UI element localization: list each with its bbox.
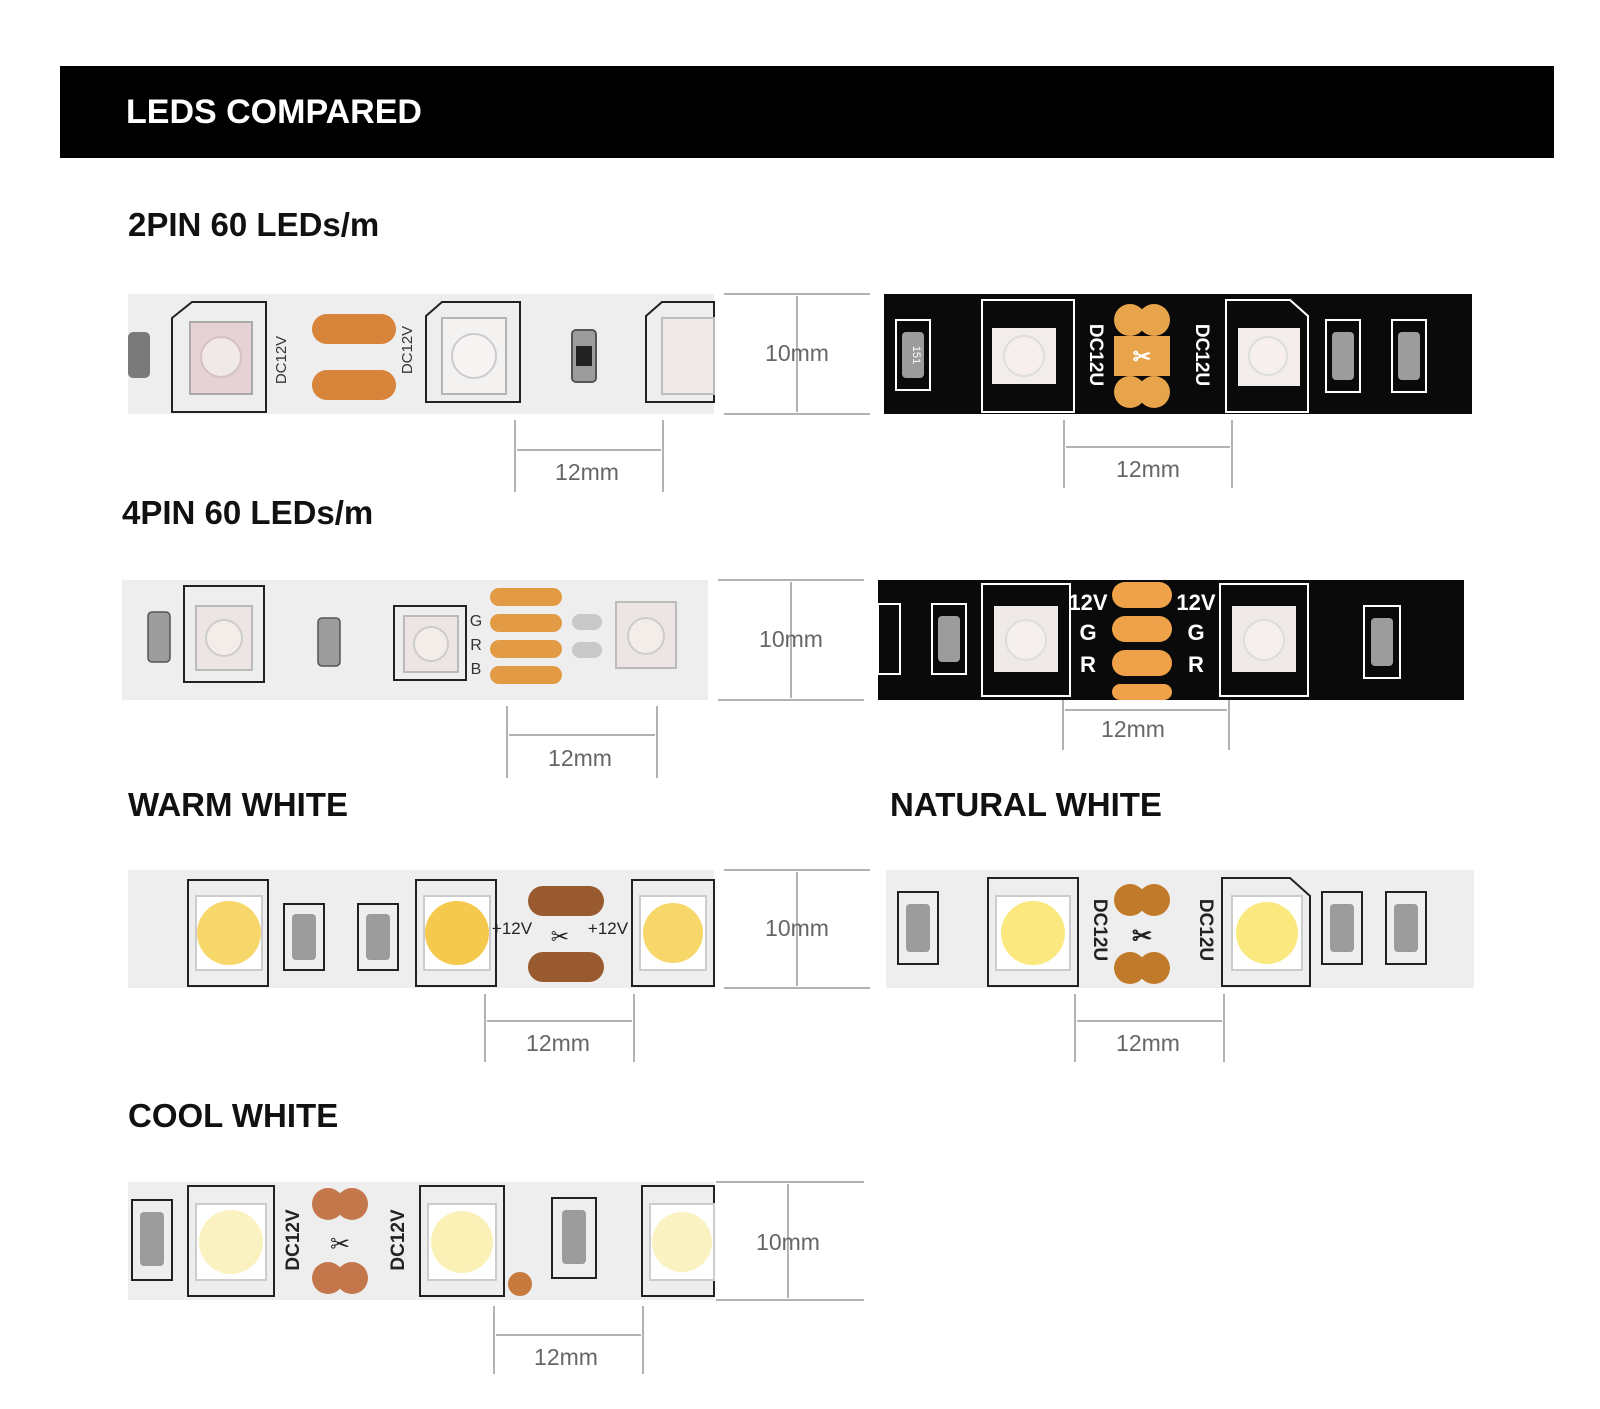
section-title-cool-white: COOL WHITE [128, 1097, 339, 1134]
dimension-pitch-label: 12mm [1101, 716, 1165, 742]
strip-warm-white: +12V ✂ +12V 10mm 12mm [128, 869, 870, 1062]
solder-pad [1112, 684, 1172, 700]
solder-pad [1112, 650, 1172, 676]
dc12v-label: DC12U [1191, 324, 1212, 386]
dimension-pitch-label: 12mm [526, 1030, 590, 1056]
pin-label-b: B [471, 661, 482, 678]
dc12v-label: DC12V [399, 326, 416, 374]
solder-pad [490, 640, 562, 658]
section-title-warm-white: WARM WHITE [128, 786, 348, 823]
voltage-label: 12V [1068, 590, 1107, 615]
led-chip [1236, 902, 1298, 964]
solder-pad [528, 886, 604, 916]
strip-2pin-black: 151 DC12U ✂ DC12U 12mm [884, 294, 1472, 488]
strip-cool-white: DC12V ✂ DC12V 10mm 12mm [128, 1181, 864, 1374]
voltage-label: +12V [588, 919, 629, 938]
strip-natural-white: DC12U ✂ DC12U 12mm [886, 870, 1474, 1062]
scissors-icon: ✂ [1132, 923, 1152, 950]
dc12v-label: DC12U [1089, 899, 1110, 961]
led-chip [652, 1212, 712, 1272]
resistor-label: 151 [910, 346, 922, 364]
pin-label-g: G [1079, 620, 1096, 645]
section-title-4pin: 4PIN 60 LEDs/m [122, 494, 374, 531]
solder-pad [528, 952, 604, 982]
pin-label-r: R [1188, 652, 1204, 677]
solder-pad [1114, 336, 1170, 376]
solder-pad [1112, 582, 1172, 608]
section-title-natural-white: NATURAL WHITE [890, 786, 1162, 823]
dc12v-label: DC12V [388, 1209, 409, 1271]
strip-2pin-white: DC12V DC12V 10mm 12mm [128, 293, 870, 492]
solder-pad [1112, 616, 1172, 642]
dc12v-label: DC12U [1085, 324, 1106, 386]
dimension-pitch-label: 12mm [1116, 456, 1180, 482]
led-chip [197, 901, 261, 965]
solder-pad [312, 370, 396, 400]
voltage-label: 12V [1176, 590, 1215, 615]
dimension-pitch-label: 12mm [555, 459, 619, 485]
strip-4pin-black: 12V G R 12V G R 12mm [877, 580, 1464, 750]
dimension-width-label: 10mm [765, 915, 829, 941]
section-title-2pin: 2PIN 60 LEDs/m [128, 206, 380, 243]
led-chip [643, 903, 703, 963]
header-banner: LEDS COMPARED [60, 66, 1554, 158]
dc12v-label: DC12U [1195, 899, 1216, 961]
dimension-pitch-label: 12mm [1116, 1030, 1180, 1056]
dimension-width-label: 10mm [756, 1229, 820, 1255]
pin-label-r: R [470, 637, 482, 654]
led-chip [425, 901, 489, 965]
strip-body [884, 294, 1472, 414]
solder-pad [490, 588, 562, 606]
pin-label-g: G [470, 613, 482, 630]
scissors-icon: ✂ [551, 924, 569, 949]
dimension-width-label: 10mm [765, 340, 829, 366]
page-title: LEDS COMPARED [126, 93, 422, 131]
voltage-label: +12V [492, 919, 533, 938]
strip-4pin-white: G R B 10mm 12mm [122, 579, 864, 778]
scissors-icon: ✂ [1133, 344, 1151, 369]
led-chip [1001, 901, 1065, 965]
pin-label-r: R [1080, 652, 1096, 677]
dimension-pitch-label: 12mm [548, 745, 612, 771]
scissors-icon: ✂ [330, 1231, 350, 1258]
led-chip [431, 1211, 493, 1273]
solder-pad [312, 314, 396, 344]
solder-pad [490, 666, 562, 684]
dc12v-label: DC12V [273, 336, 290, 384]
led-chip [199, 1210, 263, 1274]
solder-pad [490, 614, 562, 632]
strip-body [886, 870, 1474, 988]
dimension-width-label: 10mm [759, 626, 823, 652]
dimension-pitch-label: 12mm [534, 1344, 598, 1370]
dc12v-label: DC12V [283, 1209, 304, 1271]
pin-label-g: G [1187, 620, 1204, 645]
